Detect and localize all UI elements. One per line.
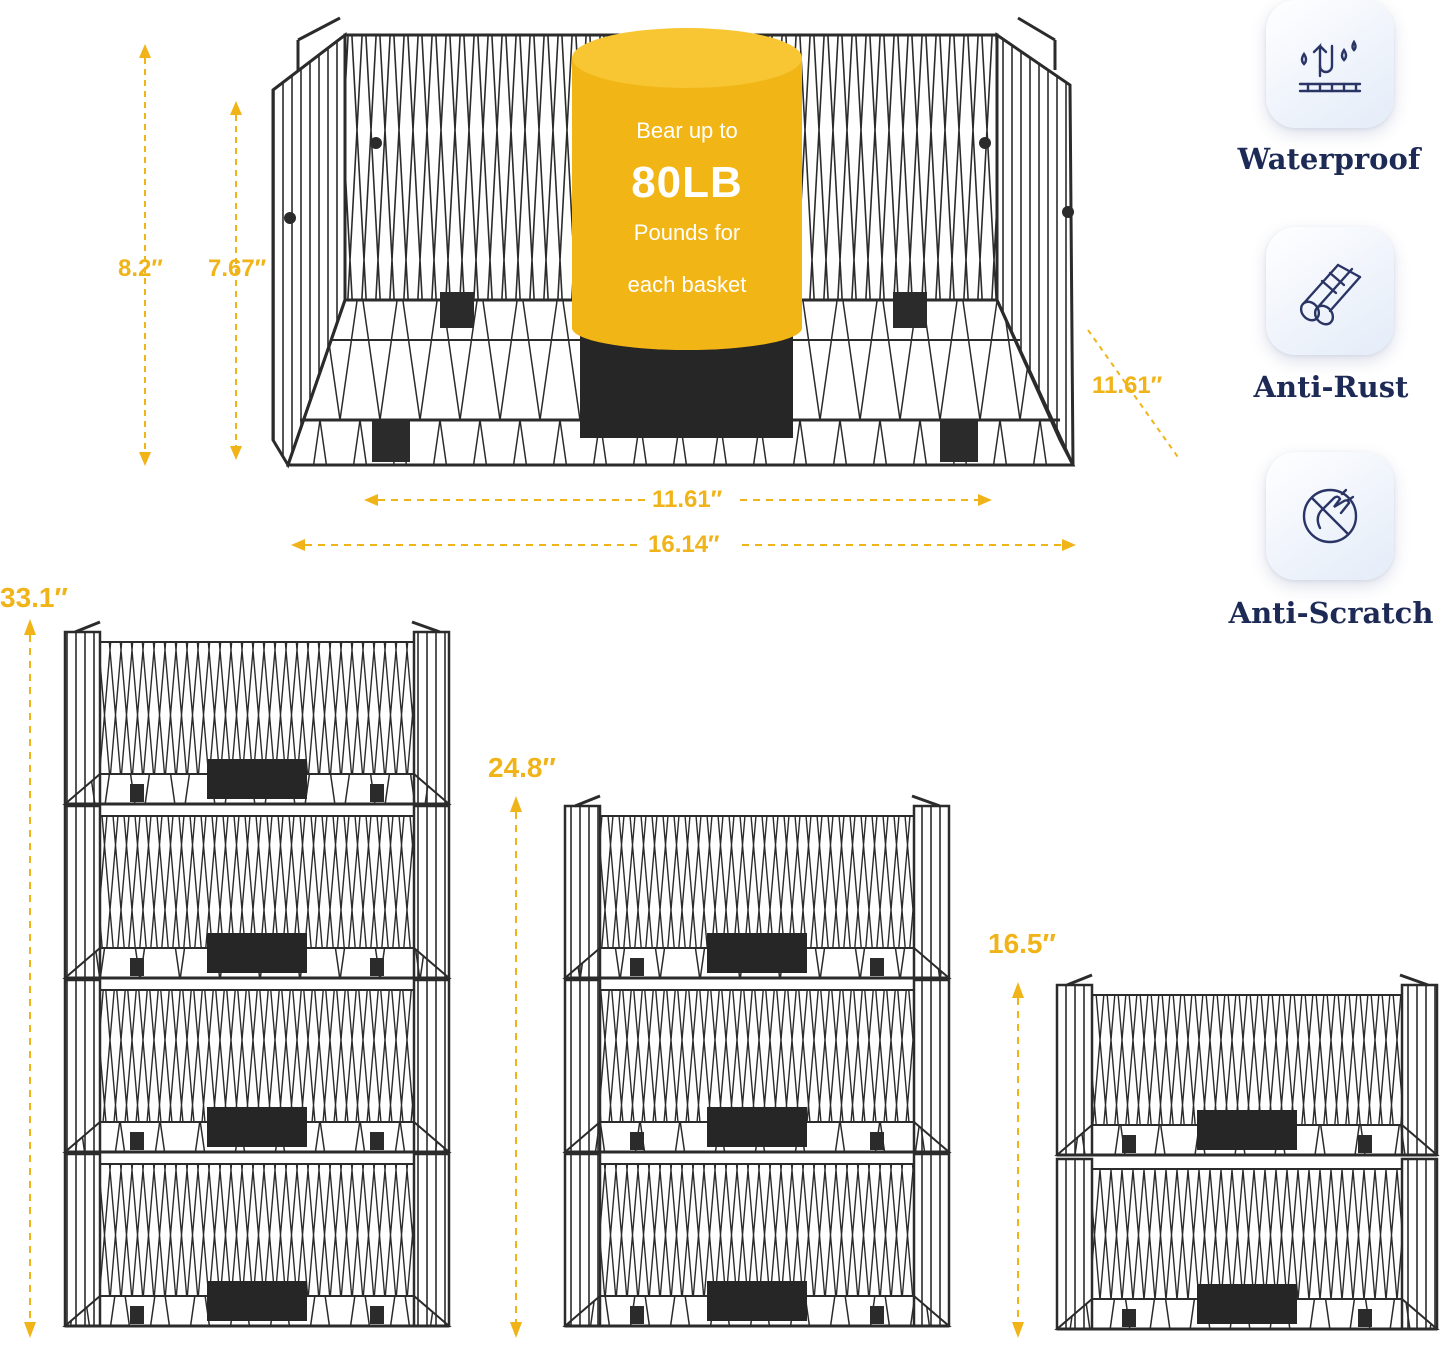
feature-card-anti-rust bbox=[1266, 227, 1394, 355]
feature-label-anti-scratch: Anti-Scratch bbox=[1228, 596, 1434, 630]
feature-card-anti-scratch bbox=[1266, 452, 1394, 580]
capacity-value: 80LB bbox=[631, 158, 743, 207]
stack4-basket bbox=[62, 1152, 452, 1328]
dim-outer-width: 16.14″ bbox=[648, 531, 720, 558]
dim-outer-height: 8.2″ bbox=[118, 255, 163, 282]
capacity-line-1: Bear up to bbox=[636, 118, 738, 143]
dim-arrow-depth bbox=[1087, 329, 1181, 461]
stack3-basket bbox=[562, 804, 952, 980]
dim-arrow-three-tier bbox=[510, 796, 522, 1338]
hero-left-panel bbox=[271, 16, 382, 469]
feature-card-waterproof bbox=[1266, 0, 1394, 128]
dim-four-tier-height: 33.1″ bbox=[0, 582, 68, 613]
hero-label-plate bbox=[580, 335, 793, 438]
anti-rust-icon bbox=[1299, 263, 1362, 326]
stack4-basket bbox=[62, 804, 452, 980]
stack2-basket bbox=[1054, 1157, 1440, 1331]
stack4-basket bbox=[62, 630, 452, 806]
dim-arrow-inner-width bbox=[364, 494, 992, 506]
hero-right-panel bbox=[979, 16, 1075, 466]
dim-inner-height: 7.67″ bbox=[208, 255, 267, 282]
stack4-basket bbox=[62, 978, 452, 1154]
capacity-badge bbox=[572, 28, 802, 350]
stack3-basket bbox=[562, 1152, 952, 1328]
hero-clip bbox=[893, 292, 927, 328]
dim-depth: 11.61″ bbox=[1092, 372, 1163, 399]
anti-scratch-icon bbox=[1302, 488, 1358, 544]
waterproof-icon bbox=[1298, 39, 1362, 93]
dim-arrow-four-tier bbox=[24, 619, 36, 1338]
dim-two-tier-height: 16.5″ bbox=[988, 928, 1056, 959]
dim-arrow-two-tier bbox=[1012, 982, 1024, 1338]
hero-clip bbox=[372, 420, 410, 462]
feature-label-waterproof: Waterproof bbox=[1237, 142, 1421, 176]
dim-arrow-outer-width bbox=[291, 539, 1076, 551]
capacity-line-3: Pounds for bbox=[633, 220, 741, 245]
dim-arrow-outer-height bbox=[139, 44, 151, 466]
capacity-line-4: each basket bbox=[627, 272, 747, 297]
dim-three-tier-height: 24.8″ bbox=[488, 752, 556, 783]
hero-clip bbox=[940, 420, 978, 462]
dim-arrow-inner-height bbox=[230, 101, 242, 460]
stack3-basket bbox=[562, 978, 952, 1154]
feature-label-anti-rust: Anti-Rust bbox=[1253, 370, 1409, 404]
stack2-basket bbox=[1054, 983, 1440, 1157]
hero-clip bbox=[440, 292, 474, 328]
dim-inner-width: 11.61″ bbox=[652, 486, 723, 513]
